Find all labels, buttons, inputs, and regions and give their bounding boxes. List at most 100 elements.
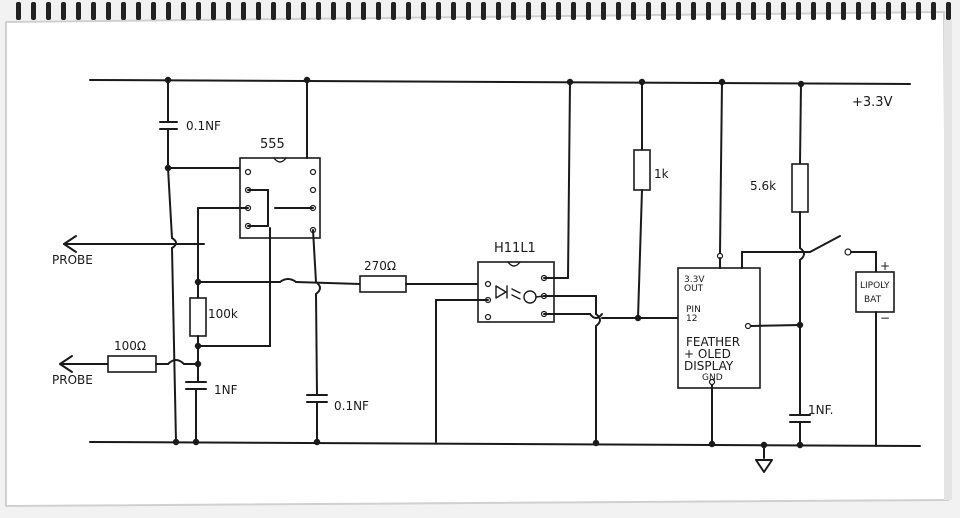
wire-cap-mid-top <box>315 293 318 396</box>
wire-56k-top <box>799 83 802 165</box>
spiral-ring <box>541 2 546 20</box>
feather-name-line1: FEATHER <box>686 335 740 349</box>
wire-1k-bottom <box>637 189 643 319</box>
spiral-ring <box>166 2 171 20</box>
resistor-100 <box>107 355 157 373</box>
wire-555-pin5 <box>312 229 317 283</box>
optocoupler-h11l1 <box>477 261 555 323</box>
spiral-ring <box>571 2 576 20</box>
text-line: 12 <box>686 314 697 324</box>
cap-1nf-left-label: 1NF <box>214 383 238 397</box>
spiral-ring <box>721 2 726 20</box>
spiral-ring <box>316 2 321 20</box>
spiral-ring <box>436 2 441 20</box>
spiral-ring <box>301 2 306 20</box>
probe-2-arrow-icon <box>59 355 73 373</box>
wire-56k-hop <box>799 247 805 261</box>
spiral-ring <box>121 2 126 20</box>
spiral-ring <box>421 2 426 20</box>
spiral-binding <box>16 2 951 20</box>
spiral-ring <box>31 2 36 20</box>
spiral-ring <box>826 2 831 20</box>
spiral-ring <box>556 2 561 20</box>
spiral-ring <box>451 2 456 20</box>
spiral-ring <box>766 2 771 20</box>
capacitor-1nf-right <box>789 414 811 446</box>
spiral-ring <box>76 2 81 20</box>
spiral-ring <box>511 2 516 20</box>
spiral-ring <box>946 2 951 20</box>
res-56k-label: 5.6k <box>750 179 776 193</box>
ground-rail-wire <box>89 441 921 447</box>
res-100-label: 100Ω <box>114 339 146 353</box>
wire-opto-vcc-up <box>567 81 571 279</box>
spiral-ring <box>196 2 201 20</box>
spiral-ring <box>331 2 336 20</box>
battery-lipoly <box>855 271 895 313</box>
spiral-ring <box>916 2 921 20</box>
capacitor-top-left <box>159 79 178 169</box>
spiral-ring <box>586 2 591 20</box>
wire-left-vertical <box>167 167 173 239</box>
spiral-ring <box>646 2 651 20</box>
spiral-ring <box>211 2 216 20</box>
battery-minus-label: − <box>880 311 890 325</box>
feather-name-line2: + OLED <box>684 347 731 361</box>
battery-plus-label: + <box>880 259 890 273</box>
spiral-ring <box>871 2 876 20</box>
resistor-56k <box>791 163 809 213</box>
probe-2-label: PROBE <box>52 373 93 387</box>
res-100k-label: 100k <box>208 307 238 321</box>
feather-gnd-label: GND <box>702 373 723 383</box>
spiral-ring <box>751 2 756 20</box>
spiral-ring <box>106 2 111 20</box>
wire-opto-out-hop <box>589 313 603 319</box>
spiral-ring <box>691 2 696 20</box>
rail-voltage-label: +3.3V <box>852 95 893 110</box>
spiral-ring <box>661 2 666 20</box>
spiral-ring <box>616 2 621 20</box>
probe-1-arrow-icon <box>63 235 77 253</box>
res-270-label: 270Ω <box>364 259 396 273</box>
resistor-1k <box>633 149 651 191</box>
resistor-100k <box>189 297 207 337</box>
spiral-ring <box>796 2 801 20</box>
ic-555 <box>239 157 321 239</box>
feather-name-line3: DISPLAY <box>684 359 734 373</box>
spiral-ring <box>286 2 291 20</box>
wire-out-b <box>295 281 361 285</box>
wire-opto-gnd-hop <box>595 313 601 327</box>
ic-555-label: 555 <box>260 137 285 152</box>
spiral-ring <box>931 2 936 20</box>
spiral-ring <box>466 2 471 20</box>
cap-01nf-mid-label: 0.1NF <box>334 399 369 413</box>
wire-left-vertical-lower <box>171 247 177 443</box>
spiral-ring <box>16 2 21 20</box>
resistor-270 <box>359 275 407 293</box>
probe-2-hop <box>167 359 185 365</box>
spiral-ring <box>181 2 186 20</box>
spiral-ring <box>391 2 396 20</box>
text-line: OUT <box>684 284 704 294</box>
switch-lever <box>809 235 841 253</box>
spiral-ring <box>631 2 636 20</box>
spiral-ring <box>601 2 606 20</box>
spiral-ring <box>241 2 246 20</box>
spiral-ring <box>886 2 891 20</box>
spiral-ring <box>481 2 486 20</box>
spiral-ring <box>256 2 261 20</box>
spiral-ring <box>346 2 351 20</box>
spiral-ring <box>496 2 501 20</box>
spiral-ring <box>271 2 276 20</box>
rail-3v3-wire <box>89 79 911 85</box>
battery-label-2: BAT <box>864 295 882 305</box>
wire-out-hop <box>279 278 297 283</box>
feather-gnd-pin <box>708 378 716 386</box>
spiral-ring <box>676 2 681 20</box>
cap-top-label: 0.1NF <box>186 119 221 133</box>
spiral-ring <box>811 2 816 20</box>
wire-feather-3v <box>719 81 723 254</box>
